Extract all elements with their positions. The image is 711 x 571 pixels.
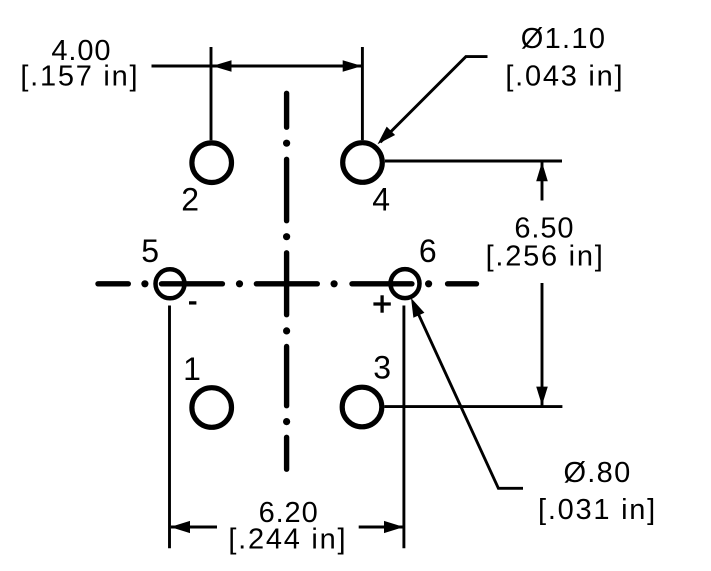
svg-text:[.043 in]: [.043 in] <box>505 61 624 93</box>
svg-text:[.256 in]: [.256 in] <box>486 241 605 273</box>
svg-text:1: 1 <box>183 351 201 387</box>
svg-text:4: 4 <box>372 182 390 218</box>
svg-text:Ø.80: Ø.80 <box>563 457 631 489</box>
svg-text:3: 3 <box>373 350 391 386</box>
svg-text:2: 2 <box>181 182 199 218</box>
svg-text:[.244 in]: [.244 in] <box>228 524 347 556</box>
svg-text:Ø1.10: Ø1.10 <box>521 23 607 55</box>
svg-text:6.50: 6.50 <box>514 213 574 245</box>
svg-text:6: 6 <box>419 233 437 269</box>
svg-text:5: 5 <box>141 233 159 269</box>
svg-text:6.20: 6.20 <box>259 497 319 529</box>
svg-text:4.00: 4.00 <box>51 35 111 67</box>
svg-text:[.157 in]: [.157 in] <box>20 61 139 93</box>
svg-text:[.031 in]: [.031 in] <box>538 494 657 526</box>
